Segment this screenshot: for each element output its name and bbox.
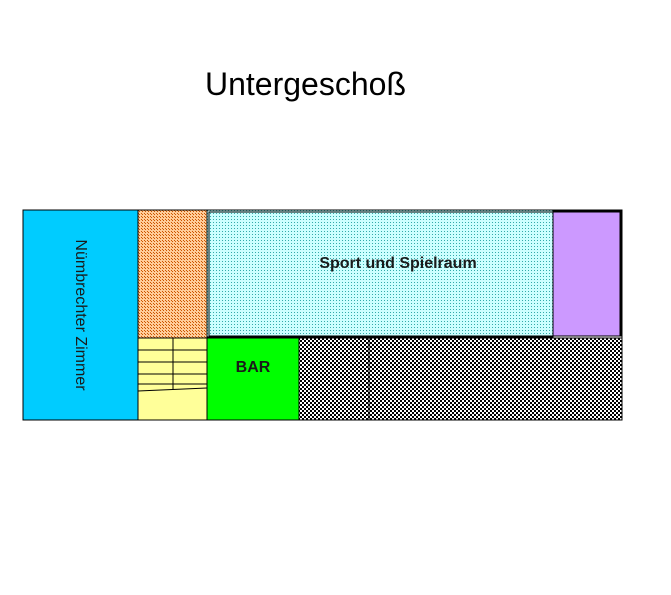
room-label-bar: BAR bbox=[236, 359, 271, 376]
room-label-nuembrechter-zimmer: Nümbrechter Zimmer bbox=[72, 239, 89, 391]
floor-outline bbox=[22, 209, 623, 421]
room-sport-und-spielraum bbox=[206, 209, 554, 338]
room-nuembrechter-zimmer bbox=[22, 209, 139, 421]
stairs bbox=[137, 337, 208, 421]
room-storage-purple bbox=[552, 210, 622, 337]
room-bar bbox=[206, 337, 300, 421]
room-label-sport-und-spielraum: Sport und Spielraum bbox=[319, 255, 476, 272]
page-title: Untergeschoß bbox=[205, 66, 406, 102]
sport-area-inner-border bbox=[208, 211, 621, 337]
room-checker-right bbox=[368, 337, 623, 421]
room-checker-left bbox=[298, 337, 370, 421]
room-small-orange bbox=[137, 209, 208, 339]
